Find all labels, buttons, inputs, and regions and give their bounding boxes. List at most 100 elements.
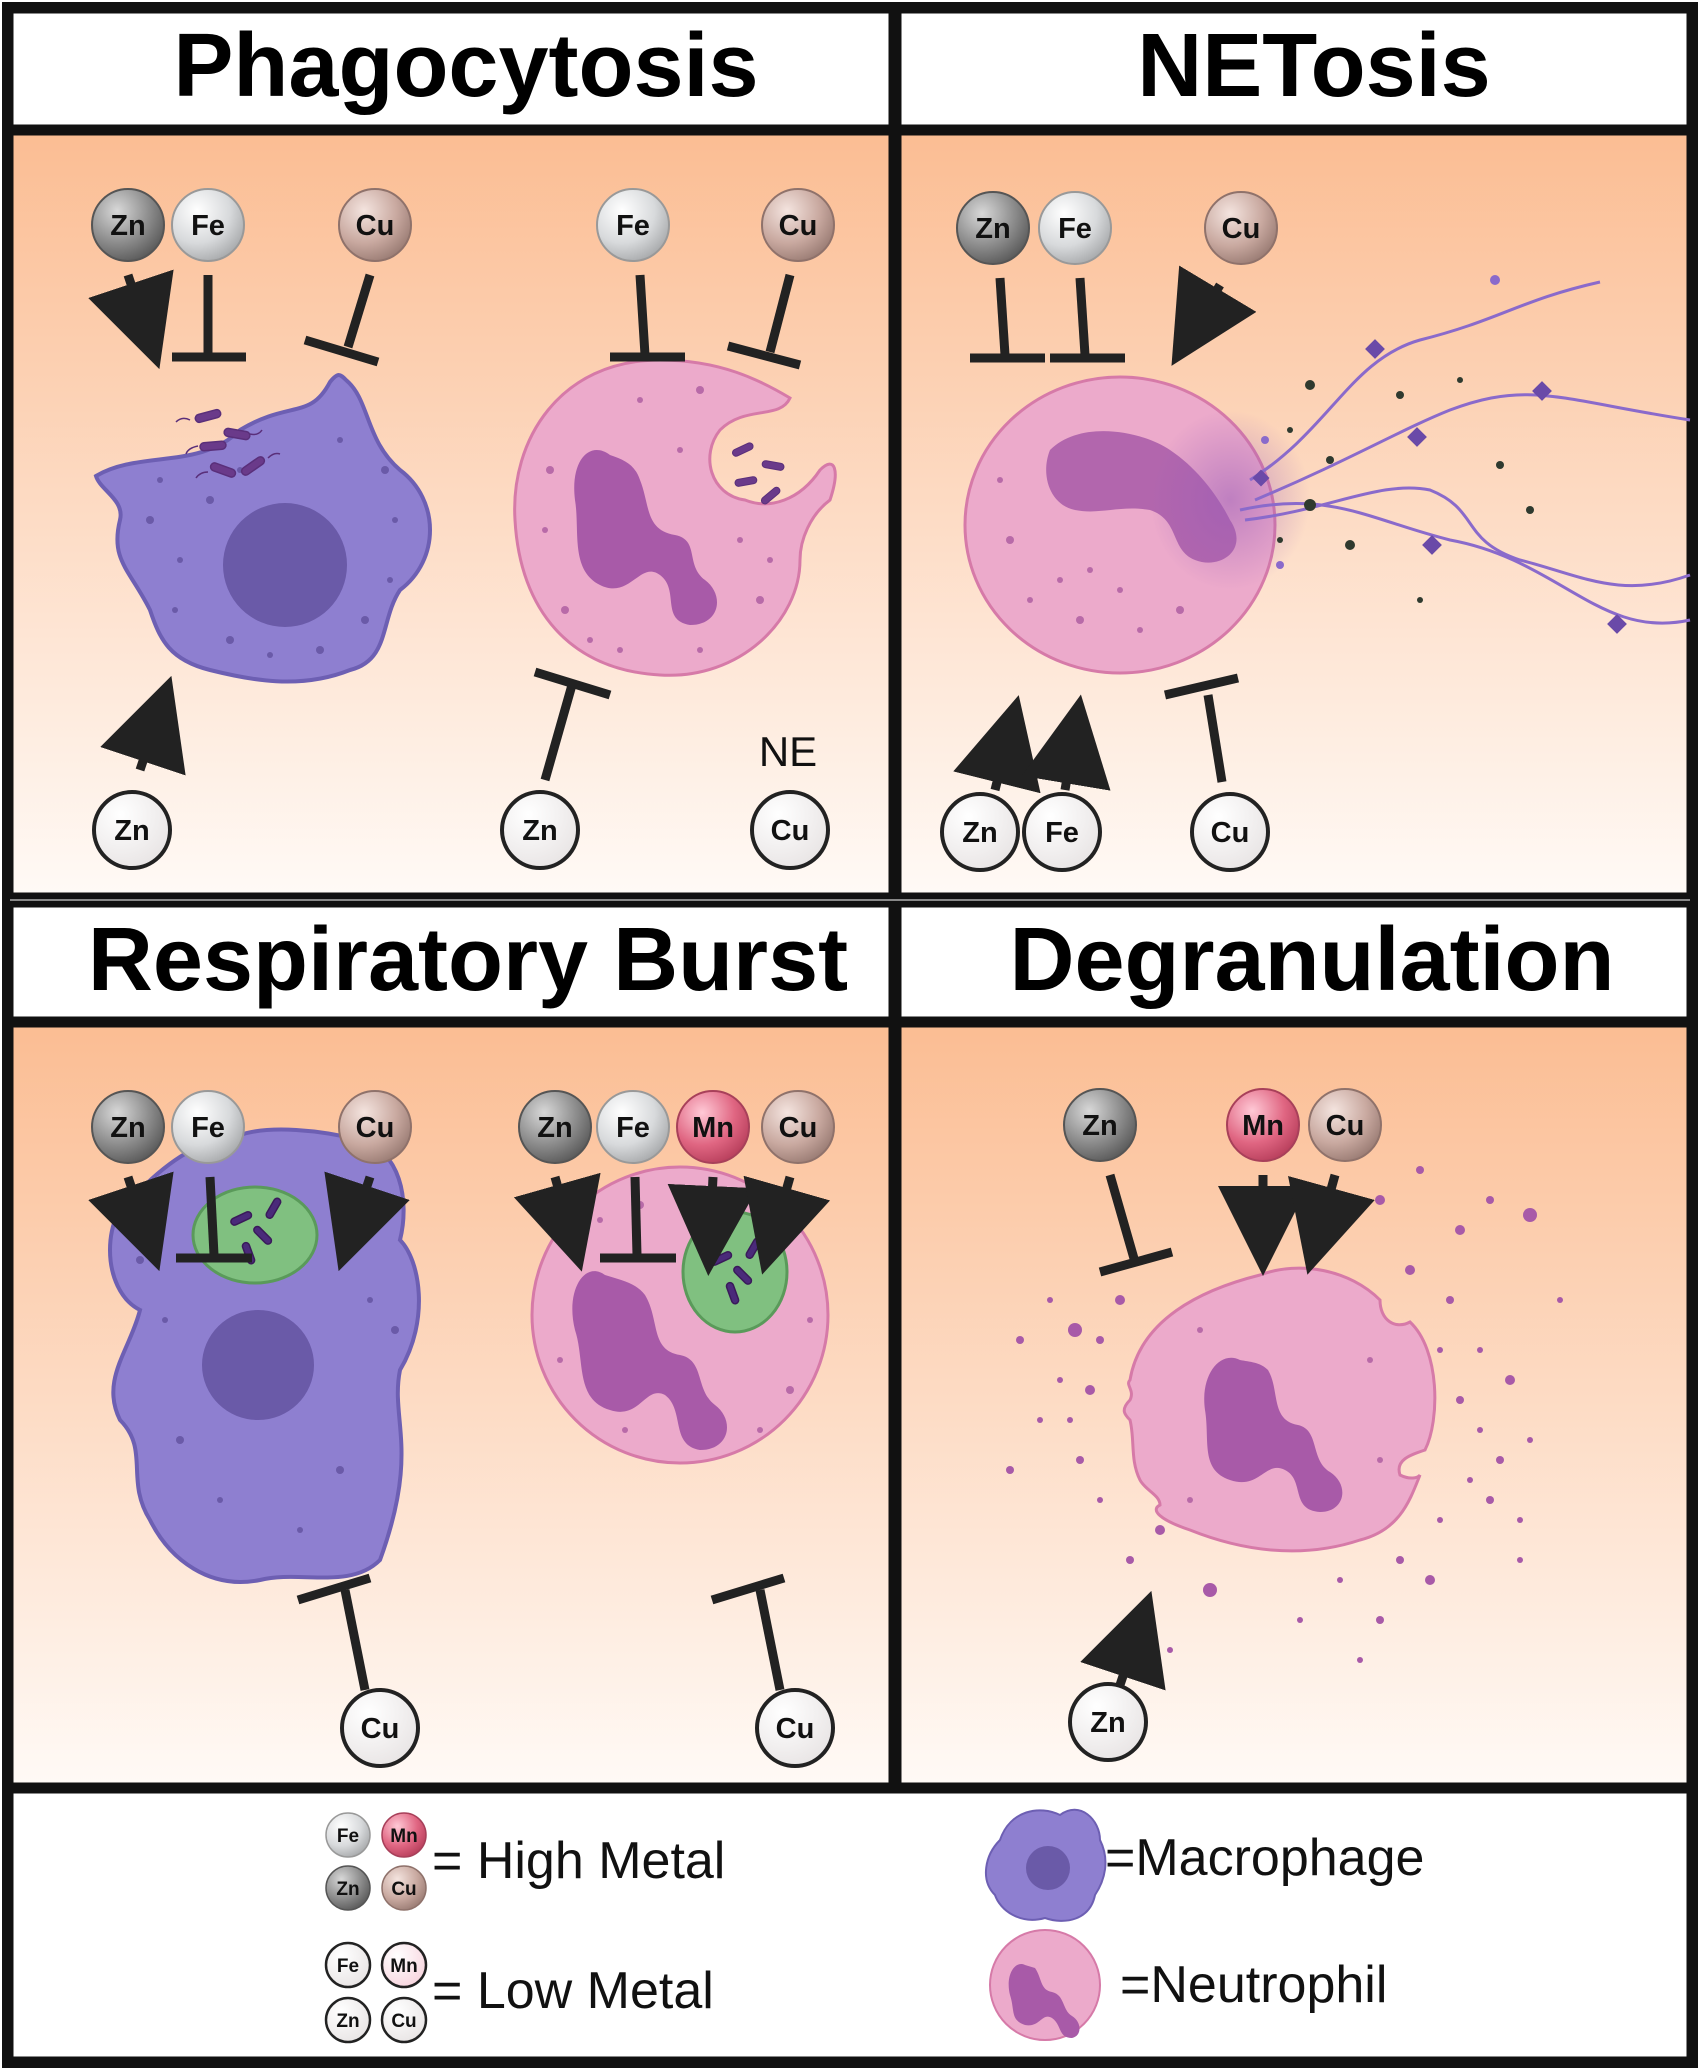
metal-label: Cu (361, 1713, 400, 1745)
activation-arrow (1021, 694, 1111, 791)
macrophage-cell (108, 1127, 421, 1584)
zn-ball-low: Zn (1068, 1682, 1148, 1762)
inhibition-bar (1163, 673, 1240, 783)
inhibition-bar (303, 273, 380, 367)
metal-label: Zn (336, 1879, 359, 1900)
title-degranulation: Degranulation (1009, 910, 1614, 1010)
fe-ball-high: Fe (171, 1090, 245, 1164)
metal-label: Zn (975, 213, 1010, 245)
metal-label: Zn (114, 815, 149, 847)
cu-ball-high: Cu (338, 188, 412, 262)
metal-label: Fe (616, 210, 650, 242)
title-box-netosis (894, 6, 1694, 132)
metal-label: Cu (1222, 213, 1261, 245)
metal-label: Zn (1090, 1707, 1125, 1739)
activation-arrow (1080, 1590, 1166, 1691)
metal-label: Zn (522, 815, 557, 847)
metal-label: Mn (390, 1826, 417, 1847)
activation-arrow (324, 1171, 410, 1272)
macrophage-cell (93, 373, 432, 684)
zn-ball-high: Zn (1063, 1088, 1137, 1162)
legend-high-metal-label: = High Metal (432, 1832, 725, 1890)
metal-label: Cu (391, 2011, 416, 2032)
fe-ball-low: Fe (1022, 792, 1102, 872)
ne-label: NE (759, 728, 817, 775)
legend-low-metal: Fe Mn Zn Cu = Low Metal (324, 1941, 714, 2044)
metal-label: Zn (962, 817, 997, 849)
mn-ball-high: Mn (676, 1090, 750, 1164)
neutrophil-cell (1122, 1266, 1437, 1553)
cu-ball-high: Cu (761, 1090, 835, 1164)
title-phagocytosis: Phagocytosis (173, 16, 758, 116)
cu-ball-high: Cu (1204, 191, 1278, 265)
title-box-respiratory-burst (6, 900, 896, 1024)
activation-arrow (953, 695, 1041, 794)
activation-arrow (88, 269, 174, 370)
activation-arrow (513, 1172, 601, 1272)
fe-ball-high: Fe (171, 188, 245, 262)
mn-ball-high: Mn (1226, 1088, 1300, 1162)
bacteria-cluster (175, 408, 281, 479)
metal-label: Zn (336, 2011, 359, 2032)
metal-label: Fe (337, 1956, 359, 1977)
title-box-degranulation (894, 900, 1694, 1024)
legend-neutrophil-label: =Neutrophil (1120, 1956, 1387, 2014)
inhibition-bar (533, 667, 612, 782)
legend-high-metal: Fe Mn Zn Cu = High Metal (325, 1812, 725, 1911)
metal-label: Cu (771, 815, 810, 847)
inhibition-bar (296, 1573, 372, 1691)
zn-ball-high: Zn (956, 191, 1030, 265)
metal-label: Fe (616, 1112, 650, 1144)
neutrophil-cell (513, 358, 837, 677)
zn-ball-high: Zn (91, 188, 165, 262)
legend-neutrophil: =Neutrophil (989, 1929, 1387, 2041)
legend-low-metal-label: = Low Metal (432, 1962, 714, 2020)
activation-arrow (1288, 1173, 1375, 1275)
metal-label: Fe (1045, 817, 1079, 849)
metal-label: Fe (337, 1826, 359, 1847)
metal-label: Zn (1082, 1110, 1117, 1142)
metal-label: Cu (776, 1713, 815, 1745)
fe-ball-high: Fe (596, 1090, 670, 1164)
metal-label: Fe (191, 210, 225, 242)
title-respiratory-burst: Respiratory Burst (88, 910, 848, 1010)
inhibition-bar (970, 277, 1045, 363)
inhibition-bar (1050, 277, 1125, 363)
cu-ball-high: Cu (1308, 1088, 1382, 1162)
metal-label: Mn (390, 1956, 417, 1977)
inhibition-bar (610, 274, 685, 362)
activation-arrow (667, 1176, 758, 1276)
net-debris (1277, 377, 1534, 603)
net-strands (1239, 280, 1691, 625)
metal-label: Cu (779, 210, 818, 242)
metal-label: Cu (391, 1879, 416, 1900)
legend-box (6, 1786, 1694, 2064)
title-netosis: NETosis (1137, 16, 1490, 116)
inhibition-bar (1098, 1173, 1174, 1277)
zn-ball-low: Zn (940, 792, 1020, 872)
fe-ball-high: Fe (596, 188, 670, 262)
inhibition-bar (172, 275, 246, 362)
metal-label: Fe (191, 1112, 225, 1144)
metal-label: Mn (1242, 1110, 1284, 1142)
inhibition-bar (726, 273, 802, 370)
cu-ball-low: Cu (1190, 792, 1270, 872)
cu-ball-low: Cu (750, 790, 830, 870)
inhibition-bar (600, 1176, 676, 1263)
metal-label: Cu (779, 1112, 818, 1144)
net-granules (1261, 275, 1500, 569)
metal-label: Cu (356, 1112, 395, 1144)
activation-arrow (100, 675, 186, 776)
cu-ball-low: Cu (755, 1688, 835, 1768)
zn-ball-high: Zn (518, 1090, 592, 1164)
fe-ball-high: Fe (1038, 191, 1112, 265)
metal-label: Zn (110, 1112, 145, 1144)
activation-arrow (1171, 265, 1257, 366)
metal-label: Cu (1211, 817, 1250, 849)
inhibition-bar (176, 1176, 252, 1263)
metal-label: Zn (537, 1112, 572, 1144)
zn-ball-low: Zn (92, 790, 172, 870)
inhibition-bar (710, 1573, 786, 1691)
